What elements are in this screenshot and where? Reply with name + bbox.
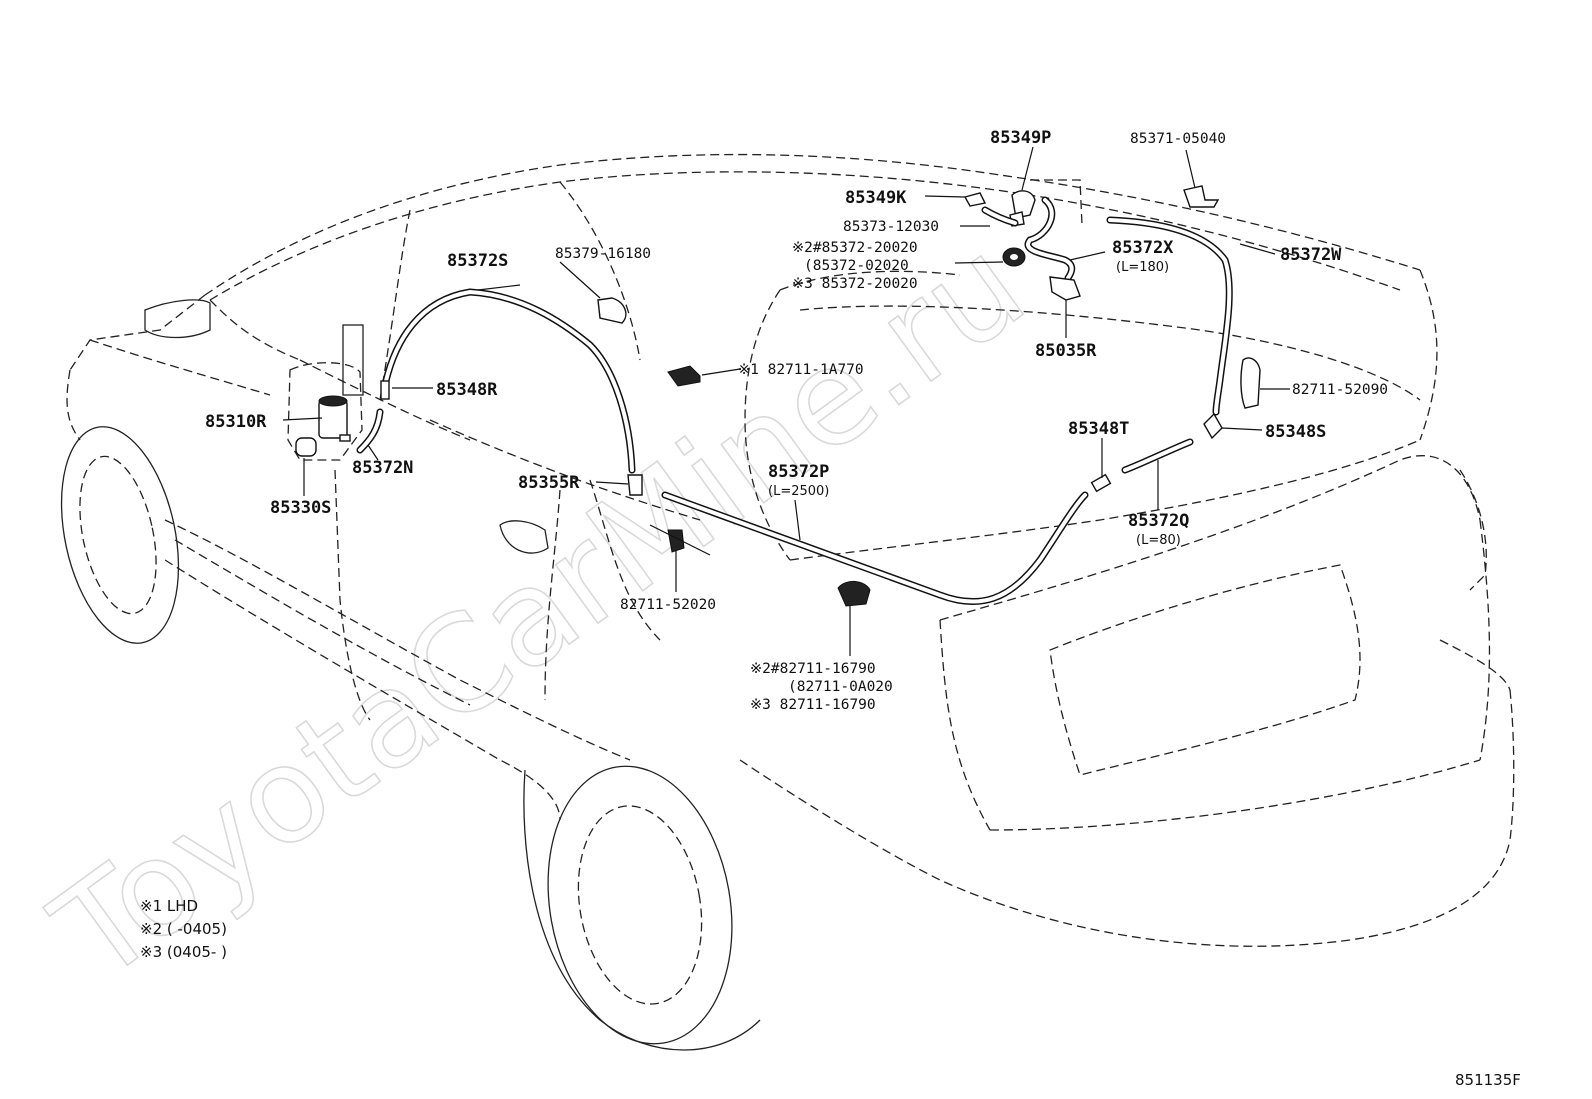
label-85372Q-length: (L=80) [1136, 533, 1181, 548]
clip-82711-52090 [1240, 357, 1261, 409]
grommet-85379-16180 [597, 297, 627, 324]
label-85355R: 85355R [518, 473, 580, 493]
car-body-outline [60, 153, 1515, 1051]
label-85349P: 85349P [990, 128, 1051, 148]
label-85372X: 85372X [1112, 238, 1174, 258]
label-85372P: 85372P [768, 462, 829, 482]
leader-lines [282, 146, 1290, 656]
label-85372-02020: (85372-02020 [804, 258, 909, 274]
bracket-85371-05040 [1183, 185, 1220, 208]
label-85035R: 85035R [1035, 341, 1097, 361]
washer-hoses [356, 196, 1233, 605]
joint-85349P [963, 190, 1036, 227]
legend-note-2: ※2 ( -0405) [140, 920, 227, 938]
hose-85373-12030 [981, 206, 1019, 227]
label-85372-20020-a: ※2#85372-20020 [792, 240, 918, 256]
label-85372X-length: (L=180) [1116, 260, 1169, 275]
label-85348R: 85348R [436, 380, 498, 400]
label-82711-1A770: ※1 82711-1A770 [738, 362, 864, 378]
legend-note-1: ※1 LHD [140, 897, 198, 915]
clip-82711-16790 [837, 581, 871, 607]
legend: ※1 LHD ※2 ( -0405) ※3 (0405- ) [140, 897, 227, 961]
part-labels: 85349P 85371-05040 85349K 85373-12030 ※2… [205, 128, 1388, 713]
connector-85348R [380, 380, 390, 400]
nozzle-85035R [1049, 276, 1081, 301]
label-82711-16790-a: ※2#82711-16790 [750, 661, 876, 677]
label-85330S: 85330S [270, 498, 331, 518]
label-85372Q: 85372Q [1128, 511, 1189, 531]
grommet-85372-20020 [1002, 247, 1026, 267]
connector-85348T [1090, 473, 1112, 493]
label-85372W: 85372W [1280, 245, 1342, 265]
connector-85348S [1203, 412, 1223, 440]
label-85310R: 85310R [205, 412, 267, 432]
label-82711-0A020: (82711-0A020 [788, 679, 893, 695]
label-85372S: 85372S [447, 251, 508, 271]
label-85372P-length: (L=2500) [768, 484, 829, 499]
clip-82711-52020 [649, 524, 711, 556]
connector-85355R [627, 474, 643, 496]
label-85348S: 85348S [1265, 422, 1326, 442]
label-82711-52090: 82711-52090 [1292, 382, 1388, 398]
label-85349K: 85349K [845, 188, 907, 208]
label-85348T: 85348T [1068, 419, 1129, 439]
watermark: ToyotaCarMine.ru [27, 209, 1051, 1012]
label-82711-16790-b: ※3 82711-16790 [750, 697, 876, 713]
label-82711-52020: 82711-52020 [620, 597, 716, 613]
washer-tank-assembly [287, 324, 364, 461]
label-85372-20020-b: ※3 85372-20020 [792, 276, 918, 292]
label-85371-05040: 85371-05040 [1130, 131, 1226, 147]
diagram-code: 851135F [1455, 1071, 1521, 1089]
label-85379-16180: 85379-16180 [555, 246, 651, 262]
label-85372N: 85372N [352, 458, 413, 478]
label-85373-12030: 85373-12030 [843, 219, 939, 235]
clip-82711-1A770 [667, 365, 701, 387]
legend-note-3: ※3 (0405- ) [140, 943, 227, 961]
